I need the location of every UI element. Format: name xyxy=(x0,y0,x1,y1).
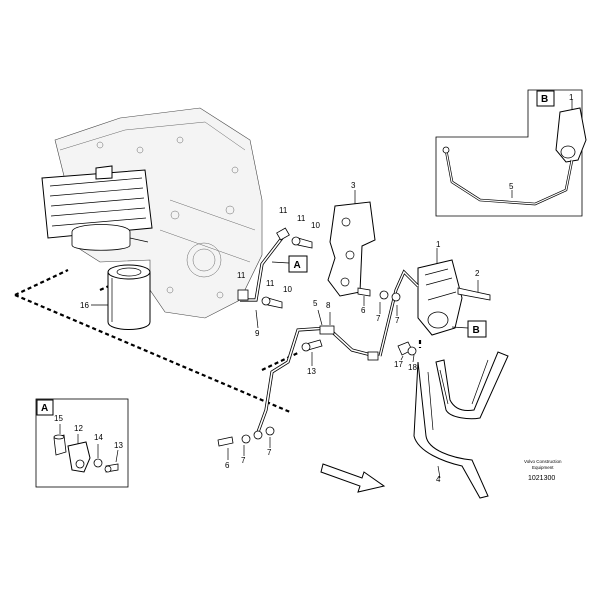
part-label-11b: 11 xyxy=(297,214,306,223)
part-number-labels: 1 1 2 3 4 5 5 6 6 7 7 7 7 8 9 10 10 11 1… xyxy=(54,93,574,484)
part-label-1-inset: 1 xyxy=(569,93,574,102)
part-label-11c: 11 xyxy=(237,271,246,280)
part-label-13a: 13 xyxy=(307,367,316,376)
part-label-5-inset: 5 xyxy=(509,182,514,191)
oil-filter xyxy=(91,264,151,330)
svg-text:A: A xyxy=(41,403,48,414)
engine-block xyxy=(41,107,263,319)
part-label-6a: 6 xyxy=(361,306,366,315)
inset-a: A xyxy=(35,398,129,488)
part-label-10a: 10 xyxy=(311,221,320,230)
pipe-9 xyxy=(237,227,313,329)
part-label-16: 16 xyxy=(80,301,89,310)
part-label-7a: 7 xyxy=(376,314,381,323)
part-label-5: 5 xyxy=(313,299,318,308)
actuator-1 xyxy=(378,248,491,357)
document-number: 1021300 xyxy=(528,475,555,482)
part-label-1: 1 xyxy=(436,240,441,249)
part-label-6b: 6 xyxy=(225,461,230,470)
fasteners-mid xyxy=(357,287,417,363)
part-label-15: 15 xyxy=(54,414,63,423)
part-label-3: 3 xyxy=(351,181,356,190)
callout-b-ref: B xyxy=(451,320,487,338)
part-label-13b: 13 xyxy=(114,441,123,450)
part-label-9: 9 xyxy=(255,329,260,338)
part-label-7c: 7 xyxy=(267,448,272,457)
svg-text:B: B xyxy=(541,94,548,105)
bracket-3 xyxy=(327,190,376,297)
inset-b: B xyxy=(435,89,587,217)
drive-belt-4 xyxy=(413,351,509,499)
part-label-10b: 10 xyxy=(283,285,292,294)
part-label-11a: 11 xyxy=(279,206,288,215)
part-label-8: 8 xyxy=(326,301,331,310)
credit-line-2: Equipment xyxy=(532,465,554,470)
callout-a-ref: A xyxy=(271,255,308,273)
part-label-2: 2 xyxy=(475,269,480,278)
part-label-12: 12 xyxy=(74,424,83,433)
direction-arrow xyxy=(320,463,386,493)
part-label-17: 17 xyxy=(394,360,403,369)
pipe-5 xyxy=(256,309,379,433)
part-label-18: 18 xyxy=(408,363,417,372)
svg-text:A: A xyxy=(294,260,301,271)
part-label-4: 4 xyxy=(436,475,441,484)
credit-line-1: Volvo Construction xyxy=(524,459,562,464)
fasteners-bottom xyxy=(217,426,275,460)
part-label-7d: 7 xyxy=(395,316,400,325)
part-label-11d: 11 xyxy=(266,279,275,288)
part-label-14: 14 xyxy=(94,433,103,442)
part-label-7b: 7 xyxy=(241,456,246,465)
document-credit: Volvo Construction Equipment 1021300 xyxy=(524,459,562,482)
svg-text:B: B xyxy=(473,325,480,336)
